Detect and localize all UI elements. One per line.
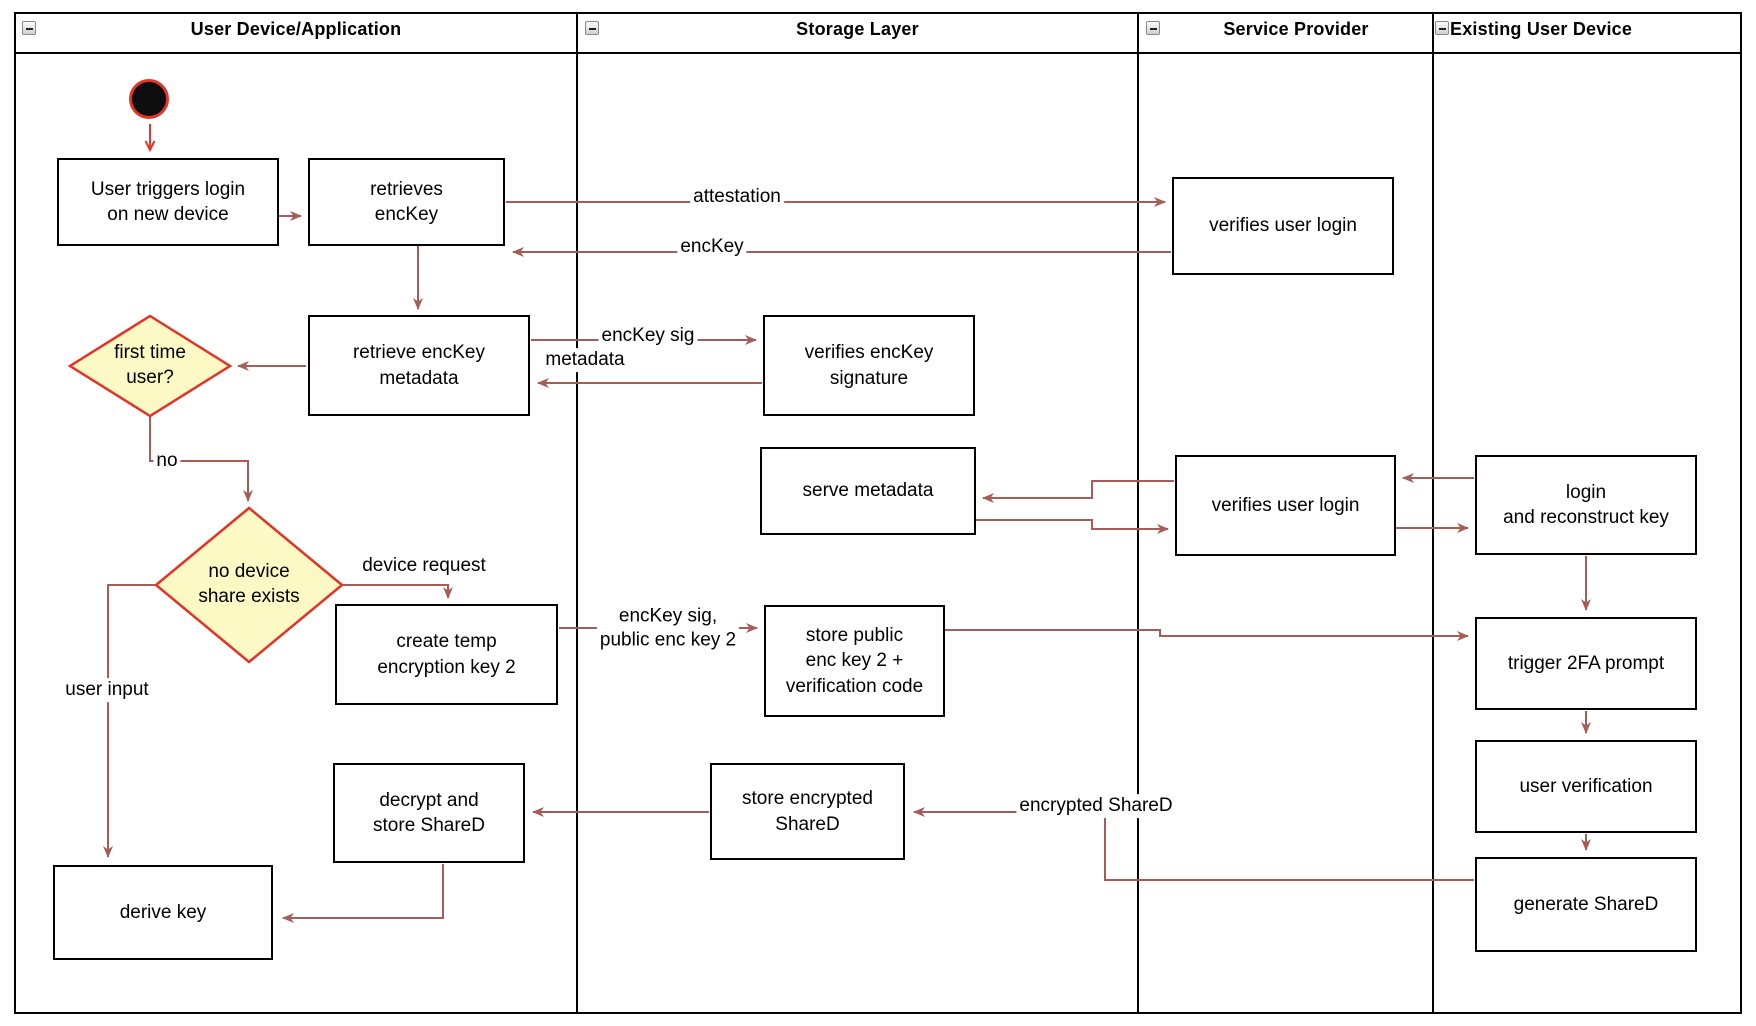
edge-storepublic-to-trigger2fa xyxy=(945,629,1469,641)
collapse-lane-icon[interactable] xyxy=(22,21,36,35)
lane-title-service-provider: Service Provider xyxy=(1223,19,1369,39)
collapse-lane-icon[interactable] xyxy=(585,21,599,35)
decision-no-device-share-label: no device share exists xyxy=(198,561,300,607)
activity-generate-shared[interactable]: generate ShareD xyxy=(1475,857,1697,952)
lane-divider-2 xyxy=(1137,12,1139,1014)
edge-label-enckey: encKey xyxy=(677,235,747,259)
activity-retrieves-enckey[interactable]: retrieves encKey xyxy=(308,158,505,246)
activity-user-triggers-login[interactable]: User triggers login on new device xyxy=(57,158,279,246)
activity-login-reconstruct-key[interactable]: login and reconstruct key xyxy=(1475,455,1697,555)
edge-label-no: no xyxy=(153,449,181,473)
lane-title-existing-user-device: Existing User Device xyxy=(1450,19,1633,39)
activity-trigger-2fa[interactable]: trigger 2FA prompt xyxy=(1475,617,1697,710)
activity-create-temp-key[interactable]: create temp encryption key 2 xyxy=(335,604,558,705)
outer-border-bottom xyxy=(14,1012,1742,1014)
activity-verifies-user-login-mid[interactable]: verifies user login xyxy=(1175,455,1396,556)
decision-first-time-user-label: first time user? xyxy=(114,342,186,388)
edge-verifies2-to-servemetadata xyxy=(982,480,1174,503)
edge-label-device-request: device request xyxy=(359,554,489,578)
edge-firsttime-no xyxy=(149,417,253,502)
outer-border-top xyxy=(14,12,1742,14)
activity-serve-metadata[interactable]: serve metadata xyxy=(760,447,976,535)
lane-title-user-device: User Device/Application xyxy=(190,19,402,39)
edge-generate-to-storeencrypted xyxy=(913,807,1474,881)
activity-store-encrypted-shared[interactable]: store encrypted ShareD xyxy=(710,763,905,860)
decision-first-time-user-shape[interactable] xyxy=(67,314,233,418)
activity-decrypt-store-shared[interactable]: decrypt and store ShareD xyxy=(333,763,525,863)
activity-store-public-key[interactable]: store public enc key 2 + verification co… xyxy=(764,605,945,717)
edge-label-enckey-sig: encKey sig xyxy=(598,324,698,348)
edge-label-metadata: metadata xyxy=(542,348,628,372)
collapse-lane-icon[interactable] xyxy=(1435,21,1449,35)
activity-verifies-enckey-signature[interactable]: verifies encKey signature xyxy=(763,315,975,416)
outer-border-right xyxy=(1740,12,1742,1014)
activity-user-verification[interactable]: user verification xyxy=(1475,740,1697,833)
edge-decrypt-to-derivekey xyxy=(282,864,444,923)
edge-noshare-devicerequest xyxy=(341,584,453,599)
edge-label-user-input: user input xyxy=(62,678,152,702)
edge-noshare-userinput xyxy=(103,584,155,858)
edge-servemetadata-to-verifies2 xyxy=(976,519,1169,534)
start-node[interactable] xyxy=(129,79,169,119)
lane-title-storage-layer: Storage Layer xyxy=(796,19,919,39)
activity-verifies-user-login-top[interactable]: verifies user login xyxy=(1172,177,1394,275)
collapse-lane-icon[interactable] xyxy=(1146,21,1160,35)
lane-divider-1 xyxy=(576,12,578,1014)
activity-derive-key[interactable]: derive key xyxy=(53,865,273,960)
edge-label-attestation: attestation xyxy=(690,185,784,209)
outer-border-left xyxy=(14,12,16,1014)
lane-divider-3 xyxy=(1432,12,1434,1014)
header-underline xyxy=(14,52,1742,54)
activity-retrieve-enckey-metadata[interactable]: retrieve encKey metadata xyxy=(308,315,530,416)
decision-no-device-share-shape[interactable] xyxy=(154,506,344,664)
edge-label-enckey-sig-public: encKey sig, public enc key 2 xyxy=(596,604,740,652)
edge-label-encrypted-shared: encrypted ShareD xyxy=(1016,794,1176,818)
